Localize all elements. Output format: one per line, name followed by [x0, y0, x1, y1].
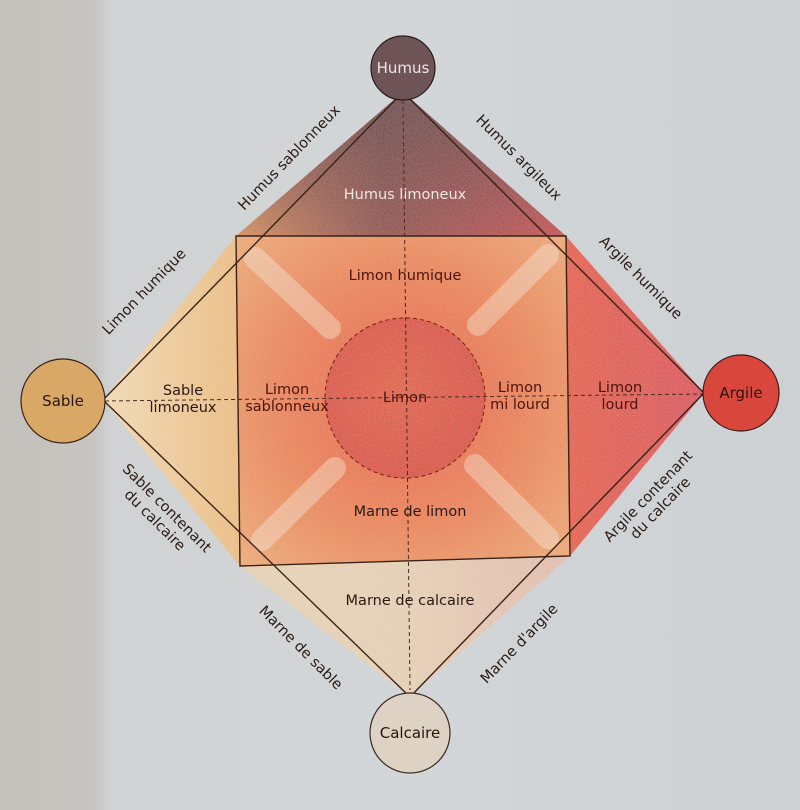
vertex-label-sable: Sable: [42, 392, 84, 410]
vertex-label-humus: Humus: [376, 59, 430, 77]
region-label-limon-sablonneux: Limon sablonneux: [232, 382, 342, 416]
region-label-line: limoneux: [149, 400, 217, 416]
region-label-humus-limoneux: Humus limoneux: [343, 187, 467, 203]
region-label-line: lourd: [601, 397, 639, 413]
vertex-label-argile: Argile: [719, 384, 763, 402]
region-label-line: mi lourd: [490, 397, 550, 413]
region-label-limon: Limon: [382, 390, 428, 406]
calcaire-node: [369, 692, 451, 774]
region-marne-de-calcaire: [240, 556, 570, 697]
argile-node: [702, 354, 780, 432]
sable-node: [20, 358, 106, 444]
region-label-marne-de-limon: Marne de limon: [353, 504, 467, 520]
region-label-limon-lourd: Limon lourd: [570, 380, 670, 414]
region-label-limon-mi-lourd: Limon mi lourd: [470, 380, 570, 414]
region-label-line: Limon: [597, 380, 643, 396]
horizontal-dashed-axis: [104, 393, 703, 402]
region-label-line: Limon: [264, 382, 310, 398]
edge-bottom-left: [102, 399, 411, 698]
region-label-marne-de-calcaire: Marne de calcaire: [345, 593, 475, 609]
region-limon-lourd: [566, 236, 704, 556]
region-label-line: Limon: [497, 380, 543, 396]
edge-bottom-right: [409, 392, 705, 698]
region-sable-limoneux: [103, 236, 240, 566]
region-label-line: Sable: [162, 383, 204, 399]
edge-top-left: [102, 91, 404, 401]
center-circle-outline: [324, 317, 486, 479]
region-label-sable-limoneux: Sable limoneux: [128, 383, 238, 417]
inner-square-outline: [235, 235, 571, 567]
edge-top-right: [402, 91, 705, 394]
center-limon-circle: [325, 318, 485, 478]
region-label-limon-humique: Limon humique: [348, 268, 462, 284]
humus-node: [370, 35, 436, 101]
vertical-dashed-axis: [402, 99, 411, 691]
region-label-line: sablonneux: [245, 399, 329, 415]
vertex-label-calcaire: Calcaire: [379, 724, 441, 742]
